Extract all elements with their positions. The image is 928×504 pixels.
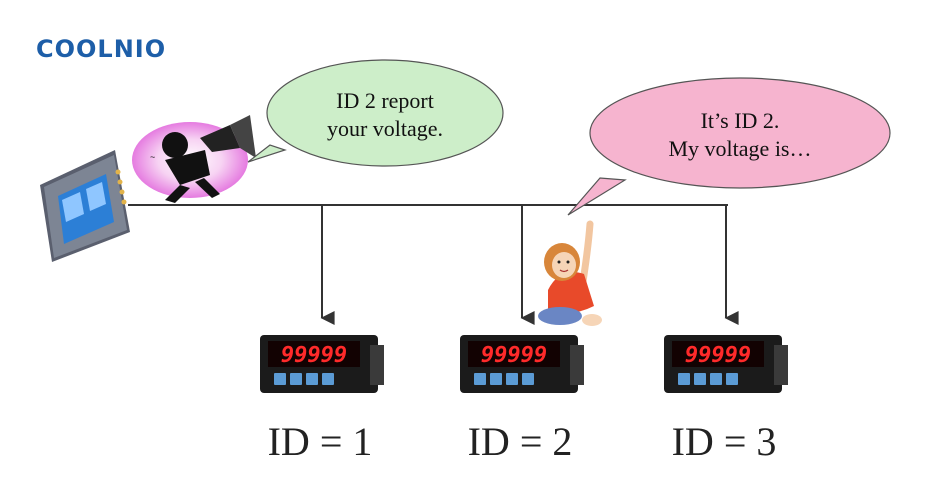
panel-meter-id2: 99999 ID = 2 xyxy=(460,335,584,464)
meter-display-id1: 99999 xyxy=(281,343,347,368)
meter-key xyxy=(474,373,486,385)
reply-speech-line1: It’s ID 2. xyxy=(701,108,780,133)
meter-key xyxy=(290,373,302,385)
hmi-panel-icon xyxy=(40,150,130,262)
master-speech-line1: ID 2 report xyxy=(336,88,434,113)
meter-id-label-1: ID = 1 xyxy=(268,419,373,464)
panel-meter-id3: 99999 ID = 3 xyxy=(664,335,788,464)
meter-id-label-3: ID = 3 xyxy=(672,419,777,464)
meter-id-label-2: ID = 2 xyxy=(468,419,573,464)
meter-key xyxy=(490,373,502,385)
master-speech-line2: your voltage. xyxy=(327,116,443,141)
girl-raising-hand-icon xyxy=(538,220,602,326)
meter-key xyxy=(522,373,534,385)
meter-display-id2: 99999 xyxy=(481,343,547,368)
meter-key xyxy=(274,373,286,385)
meter-key xyxy=(710,373,722,385)
meter-display-id3: 99999 xyxy=(685,343,751,368)
panel-meters: 99999 ID = 1 99999 ID = 2 99999 xyxy=(260,335,788,464)
master-speech-bubble: ID 2 report your voltage. xyxy=(247,59,504,167)
communication-bus xyxy=(128,204,739,325)
panel-meter-id1: 99999 ID = 1 xyxy=(260,335,384,464)
reply-speech-bubble: It’s ID 2. My voltage is… xyxy=(567,77,891,216)
meter-key xyxy=(678,373,690,385)
meter-key xyxy=(694,373,706,385)
meter-key xyxy=(726,373,738,385)
meter-key xyxy=(506,373,518,385)
reply-speech-line2: My voltage is… xyxy=(669,136,812,161)
meter-key xyxy=(306,373,318,385)
announcer-megaphone-icon: ~ xyxy=(132,115,256,203)
svg-text:~: ~ xyxy=(150,152,155,162)
meter-key xyxy=(322,373,334,385)
brand-logo: COOLNIO xyxy=(36,35,167,63)
